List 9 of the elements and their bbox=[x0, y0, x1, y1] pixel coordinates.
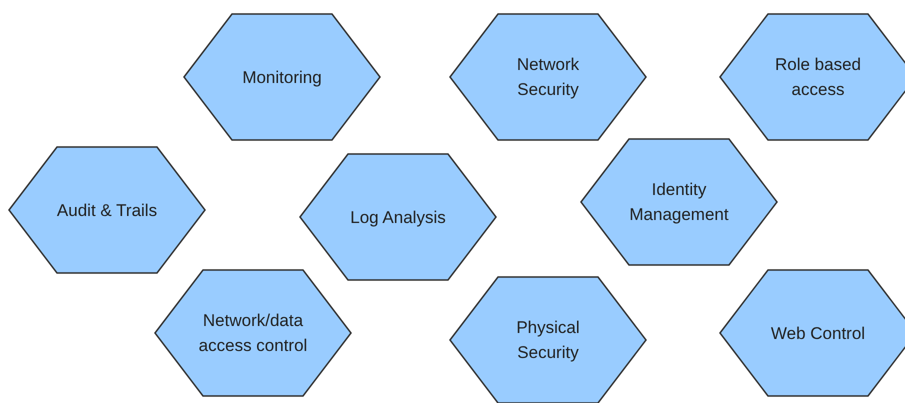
hexagon-label: Identity Management bbox=[628, 179, 730, 226]
hexagon-label: Role based access bbox=[774, 54, 862, 101]
hexagon-label: Physical Security bbox=[515, 317, 581, 364]
hexagon-label: Network/data access control bbox=[198, 310, 308, 357]
hexagon-label: Audit & Trails bbox=[56, 200, 158, 222]
hexagon-label: Network Security bbox=[516, 54, 580, 101]
hexagon-label: Monitoring bbox=[242, 66, 322, 88]
hexagon-label: Web Control bbox=[770, 322, 866, 344]
hexagon-label: Log Analysis bbox=[350, 206, 446, 228]
